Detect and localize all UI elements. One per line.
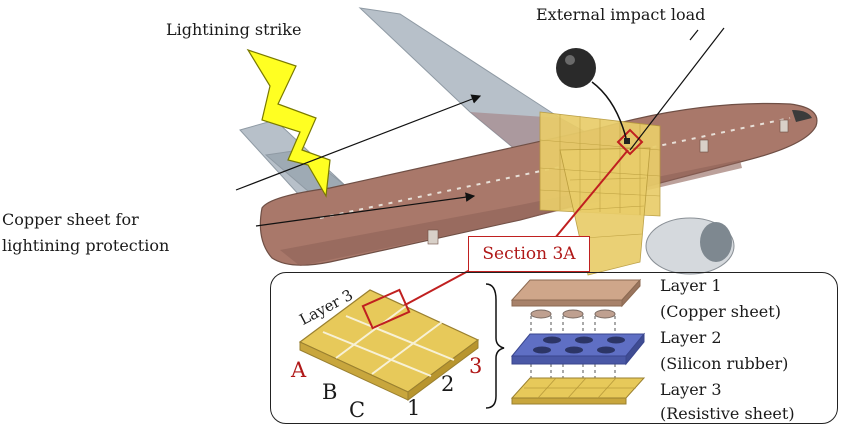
grid-row-c-label: C (349, 398, 366, 422)
section-3a-box: Section 3A (468, 236, 590, 272)
impact-trajectory (591, 81, 627, 139)
grid-row-b-label: B (322, 380, 338, 404)
grid-panel (298, 288, 480, 401)
section-3a-label: Section 3A (482, 244, 576, 264)
copper-arrow-2 (255, 192, 476, 227)
airplane-icon (239, 7, 818, 276)
grid-col-2-label: 2 (441, 372, 455, 396)
layer1-title: Layer 1 (660, 276, 722, 295)
grid-col-3-label: 3 (469, 354, 483, 378)
section-leader-1 (554, 149, 629, 239)
layer3-title: Layer 3 (660, 380, 722, 399)
copper-arrow-1 (235, 94, 482, 191)
impact-pointer-2 (689, 29, 699, 41)
copper-sheet-label-line1: Copper sheet for (2, 210, 139, 229)
lightning-strike-label: Lightining strike (166, 20, 302, 39)
layer3-desc: (Resistive sheet) (660, 404, 795, 423)
layer1-desc: (Copper sheet) (660, 302, 781, 321)
layer-brace (485, 283, 505, 409)
layer2-title: Layer 2 (660, 328, 722, 347)
grid-row-a-label: A (291, 358, 307, 382)
layer-stack (510, 278, 646, 405)
external-impact-label: External impact load (536, 5, 706, 24)
copper-sheet-label-line2: lightining protection (2, 236, 170, 255)
layer2-desc: (Silicon rubber) (660, 354, 789, 373)
section-leader-2 (391, 269, 471, 313)
lightning-bolt-icon (246, 48, 331, 198)
impact-pointer (629, 27, 725, 151)
grid-col-1-label: 1 (407, 396, 421, 420)
detail-inset-frame (270, 272, 838, 424)
impact-ball-icon (556, 48, 596, 88)
